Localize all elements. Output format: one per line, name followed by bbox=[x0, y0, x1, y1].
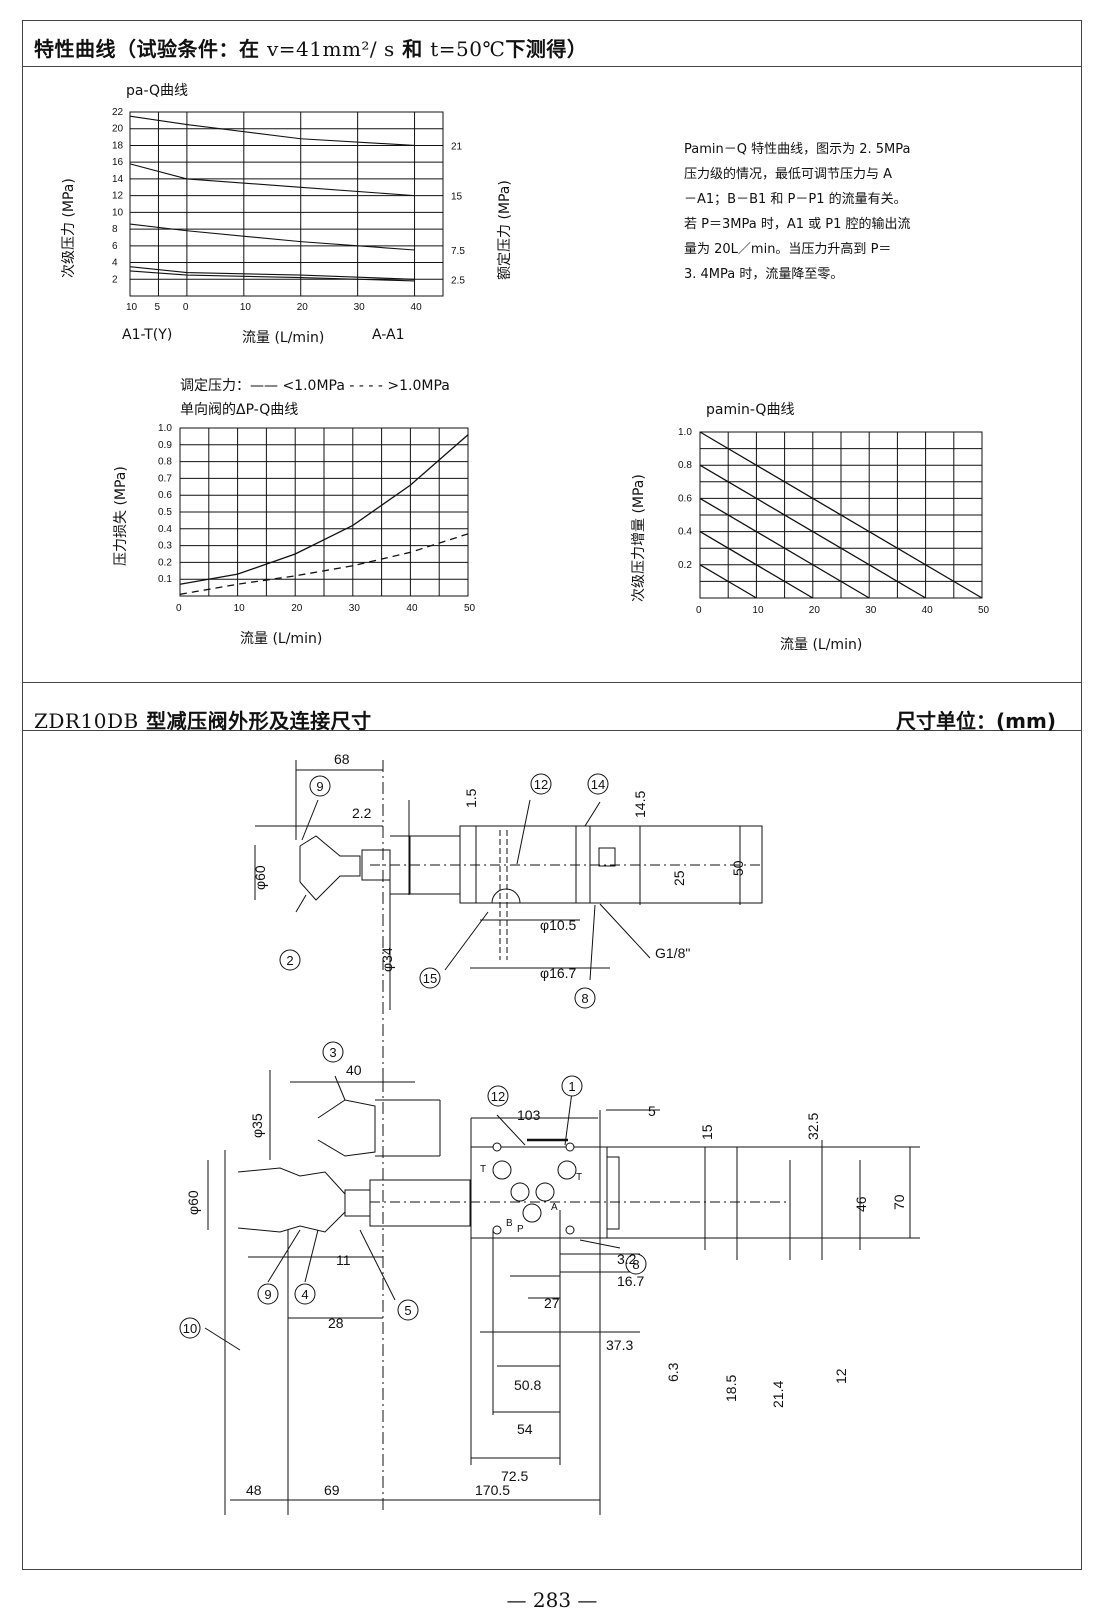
note-line: Pamin－Q 特性曲线，图示为 2. 5MPa bbox=[684, 142, 911, 157]
chart1-ylabel-left: 次级压力 (MPa) bbox=[61, 178, 77, 278]
unit-label: 尺寸单位：(mm) bbox=[896, 709, 1056, 733]
section2-rule-bottom bbox=[22, 730, 1082, 731]
section1-title: 特性曲线（试验条件：在 v=41mm²/ s 和 t=50℃下测得） bbox=[34, 37, 588, 61]
page-number: — 283 — bbox=[506, 1588, 598, 1612]
chart1-ylabel-right: 额定压力 (MPa) bbox=[497, 180, 513, 280]
section2-title: ZDR10DB 型减压阀外形及连接尺寸 bbox=[34, 709, 372, 733]
section1-rule bbox=[22, 66, 1082, 67]
chart1-xlabel-left: A1-T(Y) bbox=[122, 327, 173, 343]
note-line: 3. 4MPa 时，流量降至零。 bbox=[684, 267, 844, 282]
note-line: 量为 20L／min。当压力升高到 P＝ bbox=[684, 242, 892, 257]
chart2-legend: 调定压力：—— <1.0MPa - - - - >1.0MPa bbox=[180, 378, 450, 394]
note-line: 若 P＝3MPa 时，A1 或 P1 腔的输出流 bbox=[684, 217, 911, 232]
chart1-xlabel: 流量 (L/min) bbox=[242, 330, 325, 346]
section2-rule-top bbox=[22, 682, 1082, 683]
chart2-ylabel: 压力损失 (MPa) bbox=[113, 466, 129, 566]
chart2-title: 单向阀的ΔP-Q曲线 bbox=[180, 402, 299, 418]
chart2-xlabel: 流量 (L/min) bbox=[240, 631, 323, 647]
chart3-xlabel: 流量 (L/min) bbox=[780, 637, 863, 653]
note-line: －A1；B－B1 和 P－P1 的流量有关。 bbox=[684, 192, 907, 207]
curve-note: Pamin－Q 特性曲线，图示为 2. 5MPa 压力级的情况，最低可调节压力与… bbox=[684, 137, 954, 287]
page-frame bbox=[22, 20, 1082, 1570]
note-line: 压力级的情况，最低可调节压力与 A bbox=[684, 167, 893, 182]
chart1-title: pa-Q曲线 bbox=[126, 83, 189, 99]
chart3-title: pamin-Q曲线 bbox=[706, 402, 795, 418]
chart3-ylabel: 次级压力增量 (MPa) bbox=[631, 474, 647, 602]
chart1-xlabel-right: A-A1 bbox=[372, 327, 405, 343]
